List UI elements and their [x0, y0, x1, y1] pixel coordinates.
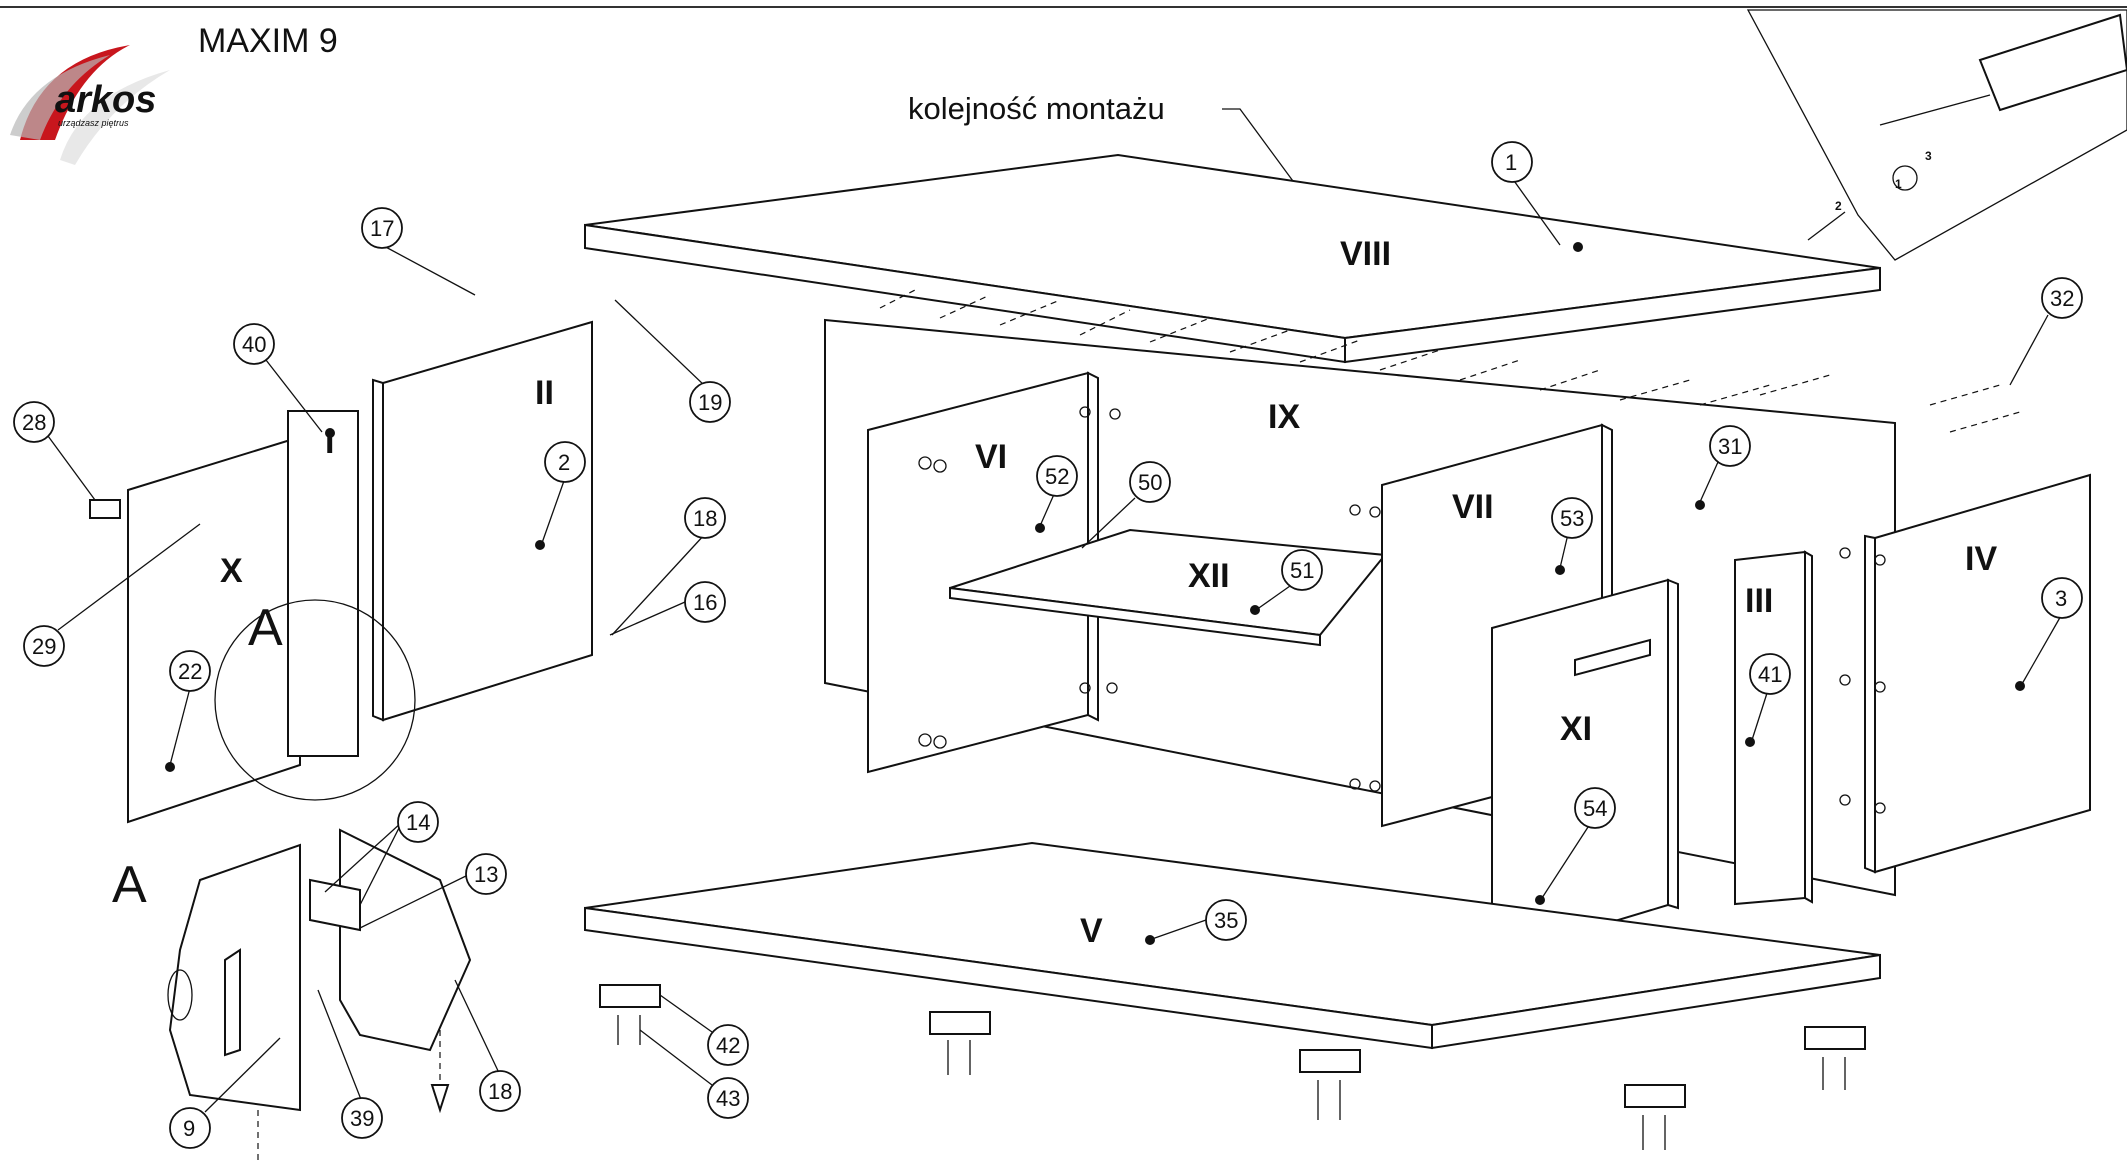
label-vii: VII	[1452, 488, 1494, 526]
detail-a-circle	[214, 599, 416, 801]
svg-text:3: 3	[2055, 586, 2067, 611]
inset-step-3: 3	[1925, 149, 1932, 163]
callout-17: 17	[361, 207, 476, 296]
label-iv: IV	[1965, 540, 1997, 578]
detail-a-main-label: A	[112, 856, 147, 914]
arkos-logo: arkos urządzasz piętrus	[10, 45, 170, 165]
narrow-panel-iii	[1734, 550, 1813, 906]
svg-text:28: 28	[22, 410, 46, 435]
brand-name: arkos	[55, 79, 156, 121]
side-panel-ii	[372, 320, 593, 722]
callout-29: 29	[23, 523, 201, 667]
shelf-panel-xii	[949, 528, 1387, 647]
svg-text:9: 9	[183, 1116, 195, 1141]
callout-50: 50	[1081, 461, 1171, 549]
callout-35: 35	[1151, 899, 1247, 941]
top-panel-viii	[584, 153, 1881, 364]
screwdriver-inset: 1 2 3	[1746, 9, 2127, 261]
label-viii: VIII	[1340, 235, 1391, 273]
detail-a-inset-label: A	[248, 599, 283, 657]
svg-text:31: 31	[1718, 434, 1742, 459]
svg-text:14: 14	[406, 810, 430, 835]
callout-18-lower: 18	[454, 979, 521, 1112]
svg-text:35: 35	[1214, 908, 1238, 933]
svg-text:18: 18	[693, 506, 717, 531]
label-xi: XI	[1560, 710, 1592, 748]
label-vi: VI	[975, 438, 1007, 476]
door-panel-x	[127, 435, 301, 824]
svg-text:42: 42	[716, 1033, 740, 1058]
svg-text:51: 51	[1290, 558, 1314, 583]
svg-text:1: 1	[1505, 150, 1517, 175]
brand-tagline: urządzasz piętrus	[58, 118, 129, 128]
svg-text:39: 39	[350, 1106, 374, 1131]
callout-40: 40	[233, 323, 323, 433]
callout-14: 14	[324, 801, 439, 906]
svg-text:16: 16	[693, 590, 717, 615]
detail-a-drawing	[167, 828, 472, 1165]
callout-52: 52	[1036, 455, 1078, 527]
callout-32: 32	[2009, 277, 2083, 386]
svg-text:43: 43	[716, 1086, 740, 1111]
assembly-order-label: kolejność montażu	[908, 91, 1165, 126]
label-x: X	[220, 552, 243, 590]
callout-13: 13	[359, 853, 507, 929]
label-iii: III	[1745, 582, 1773, 620]
callout-31: 31	[1699, 425, 1751, 503]
feet-42	[599, 984, 1866, 1108]
label-ix: IX	[1268, 398, 1300, 436]
callout-43: 43	[639, 1029, 749, 1119]
callout-39: 39	[317, 989, 383, 1139]
door-panel-xi	[1491, 578, 1679, 960]
callout-54: 54	[1541, 787, 1616, 899]
product-title: MAXIM 9	[198, 22, 338, 60]
callout-16: 16	[609, 581, 726, 636]
inset-step-2: 2	[1835, 199, 1842, 213]
svg-text:22: 22	[178, 659, 202, 684]
label-xii: XII	[1188, 557, 1230, 595]
bottom-panel-v	[584, 841, 1881, 1050]
callout-41: 41	[1749, 653, 1791, 741]
inset-step-1: 1	[1895, 177, 1902, 191]
narrow-panel-i	[287, 410, 359, 757]
callout-3: 3	[2021, 577, 2083, 685]
svg-text:29: 29	[32, 634, 56, 659]
side-panel-iv	[1839, 473, 2091, 874]
callout-1: 1	[1491, 141, 1561, 246]
callout-9: 9	[169, 1037, 281, 1149]
callout-51: 51	[1255, 549, 1323, 611]
callout-19: 19	[614, 299, 731, 423]
callout-28: 28	[13, 401, 96, 501]
callout-22: 22	[169, 650, 211, 766]
svg-text:2: 2	[558, 450, 570, 475]
label-v: V	[1080, 912, 1103, 950]
svg-text:41: 41	[1758, 662, 1782, 687]
callout-18-upper: 18	[611, 497, 726, 636]
svg-text:40: 40	[242, 332, 266, 357]
top-dowel-lines	[879, 289, 2021, 433]
handle-28	[89, 499, 121, 519]
svg-text:18: 18	[488, 1079, 512, 1104]
callout-53: 53	[1551, 497, 1593, 569]
callout-42: 42	[659, 994, 749, 1066]
svg-text:50: 50	[1138, 470, 1162, 495]
svg-text:54: 54	[1583, 796, 1607, 821]
svg-text:17: 17	[370, 216, 394, 241]
svg-text:13: 13	[474, 862, 498, 887]
svg-text:52: 52	[1045, 464, 1069, 489]
svg-text:19: 19	[698, 390, 722, 415]
top-border-line	[0, 6, 2127, 8]
callout-2: 2	[541, 441, 586, 544]
label-i: I	[325, 423, 334, 461]
label-ii: II	[535, 374, 554, 412]
feet-screws-43	[617, 1015, 1846, 1150]
svg-text:32: 32	[2050, 286, 2074, 311]
svg-text:53: 53	[1560, 506, 1584, 531]
